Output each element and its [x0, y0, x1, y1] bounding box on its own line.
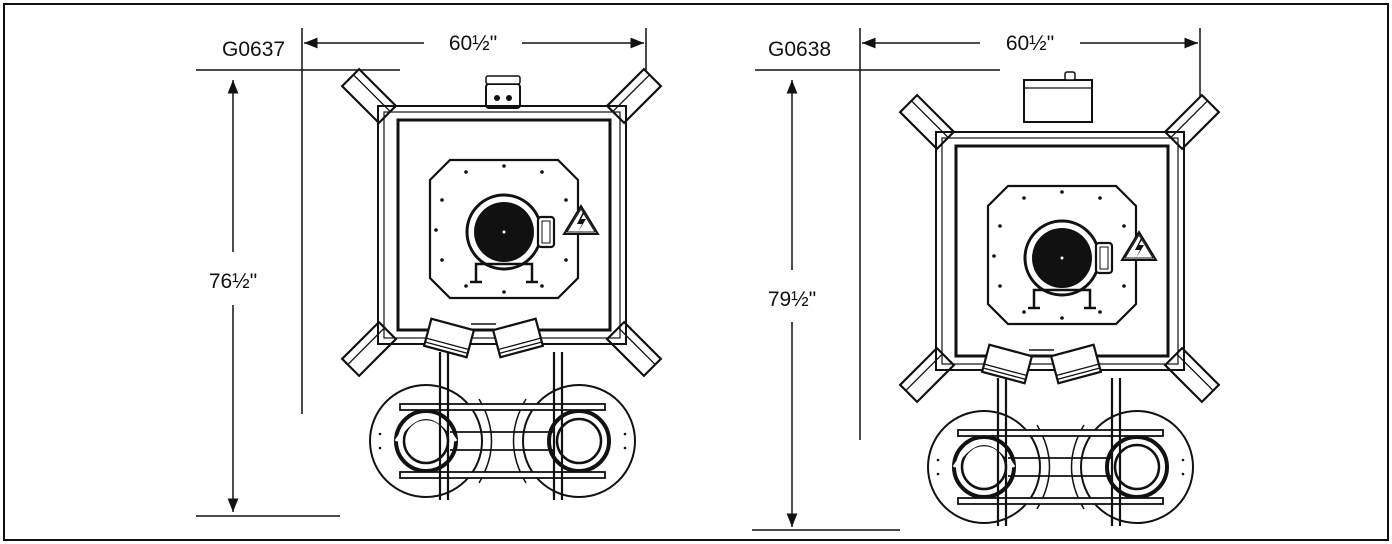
height-label-left: 76½": [209, 270, 257, 293]
dust-collector-g0638: [898, 93, 1221, 528]
left-dimension-diagram: G0637 60½" 76½": [196, 28, 663, 517]
model-label-left: G0637: [222, 38, 285, 61]
model-label-right: G0638: [768, 38, 831, 61]
right-dimension-diagram: G0638 60½" 79½": [752, 28, 1221, 531]
height-label-right: 79½": [768, 288, 816, 311]
width-label-left: 60½": [449, 32, 497, 55]
dust-collector-g0637: [340, 67, 663, 502]
width-label-right: 60½": [1006, 32, 1054, 55]
figure-border: [3, 3, 1389, 541]
